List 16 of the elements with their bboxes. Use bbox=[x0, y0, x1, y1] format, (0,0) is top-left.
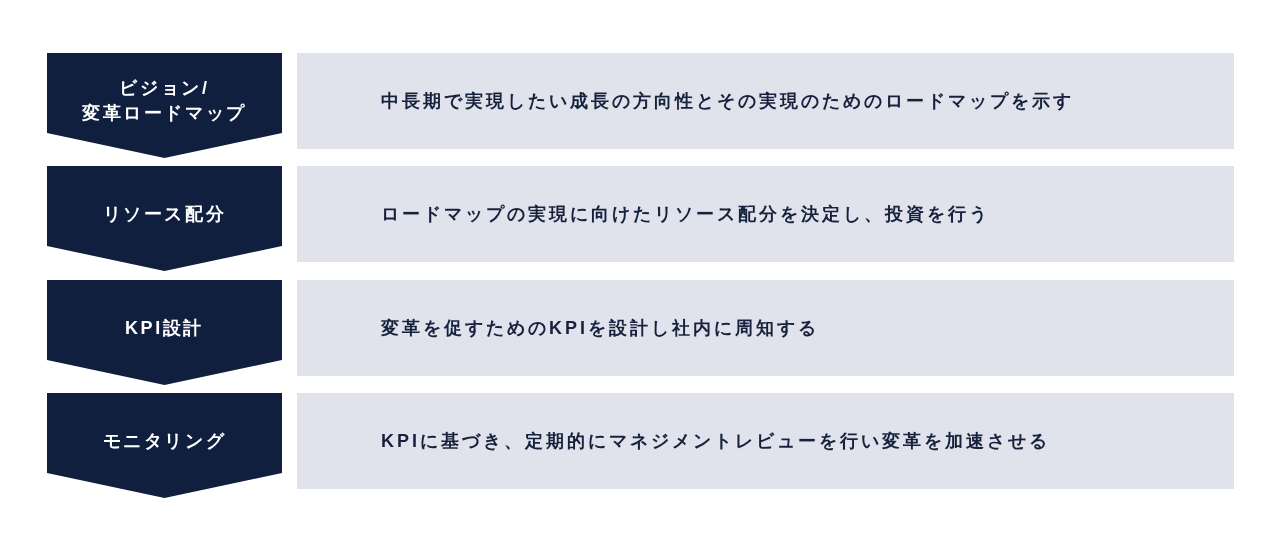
description-text: 変革を促すためのKPIを設計し社内に周知する bbox=[381, 316, 819, 340]
step-title: KPI設計 bbox=[125, 316, 204, 340]
process-step bbox=[47, 166, 282, 271]
description-panel bbox=[297, 53, 1234, 149]
description-panel bbox=[297, 280, 1234, 376]
description-text: KPIに基づき、定期的にマネジメントレビューを行い変革を加速させる bbox=[381, 429, 1050, 453]
process-step bbox=[47, 393, 282, 498]
description-panel bbox=[297, 166, 1234, 262]
step-title: リソース配分 bbox=[102, 202, 227, 226]
process-step bbox=[47, 280, 282, 385]
description-text: ロードマップの実現に向けたリソース配分を決定し、投資を行う bbox=[381, 202, 990, 226]
description-text: 中長期で実現したい成長の方向性とその実現のためのロードマップを示す bbox=[381, 89, 1074, 113]
step-title: モニタリング bbox=[102, 429, 227, 453]
description-panel bbox=[297, 393, 1234, 489]
step-title: ビジョン/変革ロードマップ bbox=[81, 77, 248, 125]
process-step bbox=[47, 53, 282, 158]
